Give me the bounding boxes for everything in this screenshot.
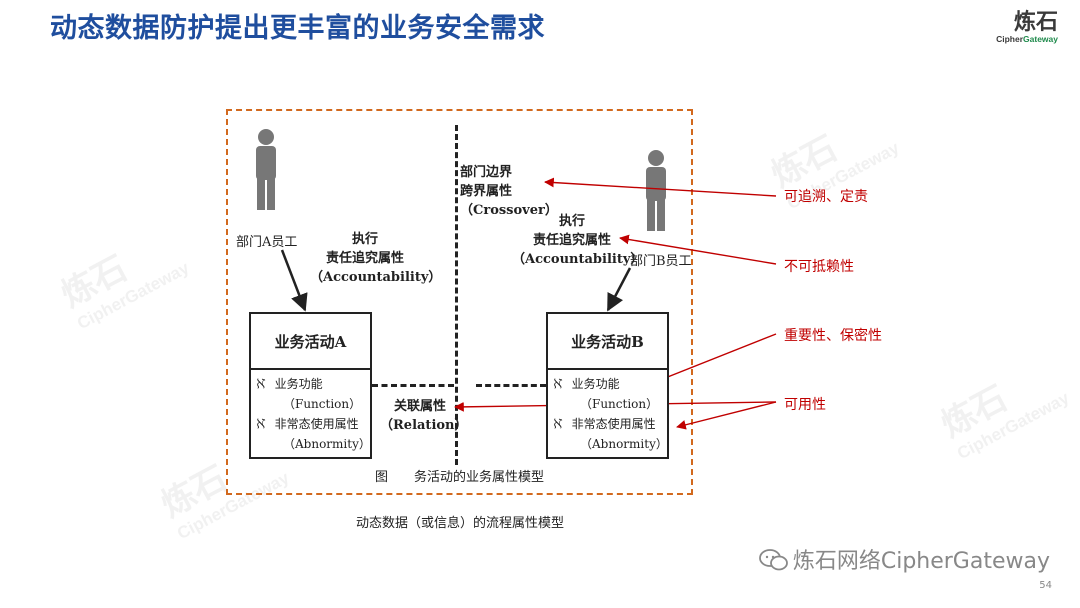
business-activity-b: 业务活动B ℵ 业务功能 （Function） ℵ 非常态使用属性 （Abnor… — [546, 312, 669, 459]
logo-en-suffix: Gateway — [1023, 34, 1058, 44]
figure-frame — [226, 109, 693, 495]
employee-b-label: 部门B员工 — [630, 254, 692, 269]
activity-a-item-sub: （Function） — [283, 397, 362, 411]
activity-b-item-sub: （Function） — [580, 397, 659, 411]
activity-a-item: ℵ 非常态使用属性 — [255, 417, 359, 431]
logo-en-prefix: Cipher — [996, 34, 1024, 44]
annotation-traceable: 可追溯、定责 — [784, 189, 868, 205]
annotation-availability: 可用性 — [784, 397, 826, 413]
arrow-availability-abnormity — [676, 401, 777, 430]
brand-logo: 炼石 CipherGateway — [996, 10, 1058, 44]
arrow-employee-a — [280, 249, 308, 312]
annotation-importance: 重要性、保密性 — [784, 328, 882, 344]
arrow-traceable — [544, 177, 777, 197]
person-b-icon — [646, 150, 666, 231]
logo-cn: 炼石 — [1013, 9, 1058, 35]
page-title: 动态数据防护提出更丰富的业务安全需求 — [50, 13, 545, 44]
department-boundary-line — [455, 125, 458, 465]
relation-line-right — [476, 384, 546, 387]
crossover-attribute: 部门边界跨界属性（Crossover） — [460, 165, 558, 218]
activity-a-item: ℵ 业务功能 — [255, 377, 323, 391]
business-activity-a: 业务活动A ℵ 业务功能 （Function） ℵ 非常态使用属性 （Abnor… — [249, 312, 372, 459]
arrow-employee-b — [606, 267, 632, 312]
page-number: 54 — [1039, 580, 1052, 591]
arrow-non-repudiation — [619, 234, 777, 265]
employee-a-label: 部门A员工 — [236, 235, 298, 250]
activity-a-item-sub: （Abnormity） — [283, 437, 371, 451]
annotation-non-repudiation: 不可抵赖性 — [784, 259, 854, 275]
relation-attribute: 关联属性（Relation） — [380, 399, 468, 433]
footer-brand: 炼石网络CipherGateway — [758, 543, 1050, 575]
person-a-icon — [256, 129, 276, 210]
slide-caption: 动态数据（或信息）的流程属性模型 — [355, 516, 564, 531]
wechat-icon — [758, 549, 788, 571]
arrow-importance — [654, 333, 777, 384]
logo-en: CipherGateway — [996, 34, 1058, 44]
exec-accountability-b: 执行责任追究属性（Accountability） — [512, 214, 644, 267]
figure-caption: 图 务活动的业务属性模型 — [374, 470, 544, 485]
activity-b-item: ℵ 非常态使用属性 — [552, 417, 656, 431]
activity-b-title: 业务活动B — [548, 314, 667, 370]
exec-accountability-a: 执行责任追究属性（Accountability） — [310, 232, 442, 285]
activity-a-title: 业务活动A — [251, 314, 370, 370]
relation-line-left — [372, 384, 454, 387]
activity-b-item: ℵ 业务功能 — [552, 377, 620, 391]
activity-b-item-sub: （Abnormity） — [580, 437, 668, 451]
